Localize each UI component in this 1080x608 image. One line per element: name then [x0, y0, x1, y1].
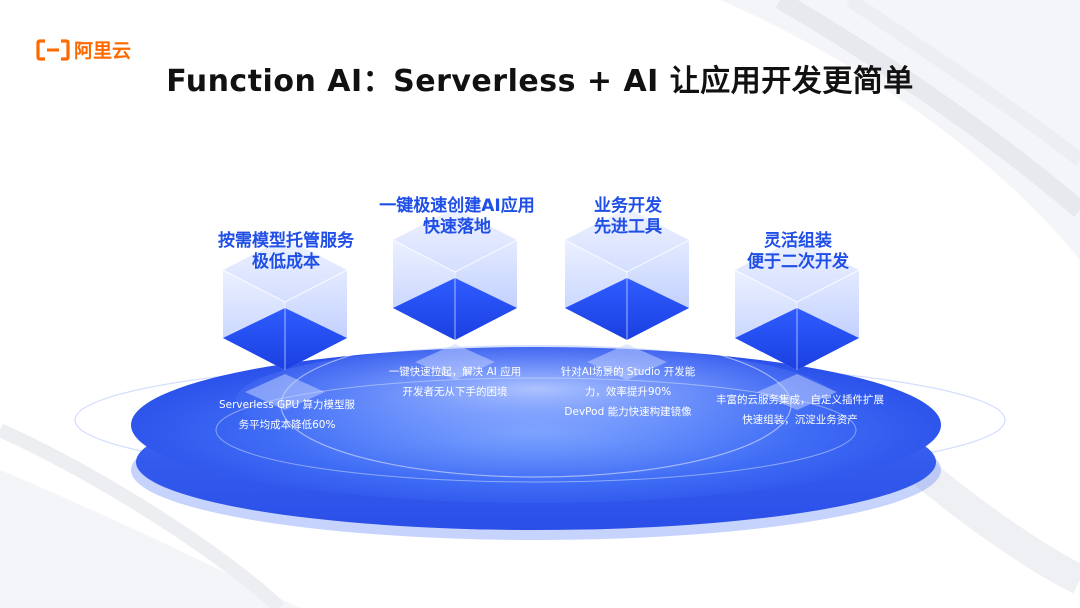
feature-1-heading: 按需模型托管服务 极低成本 [218, 231, 354, 272]
feature-4-description: 丰富的云服务集成，自定义插件扩展 快速组装，沉淀业务资产 [716, 394, 884, 426]
feature-3-heading: 业务开发 先进工具 [594, 196, 662, 237]
feature-1-description: Serverless GPU 算力模型服 务平均成本降低60% [218, 399, 356, 431]
page-title: Function AI：Serverless + AI 让应用开发更简单 [166, 64, 914, 99]
brand-name: 阿里云 [74, 40, 132, 62]
feature-2-description: 一键快速拉起，解决 AI 应用 开发者无从下手的困境 [388, 366, 522, 398]
feature-2-heading: 一键极速创建AI应用 快速落地 [379, 196, 535, 237]
feature-4-heading: 灵活组装 便于二次开发 [747, 231, 849, 272]
aliyun-logo-icon [36, 38, 70, 61]
brand-logo: 阿里云 [36, 36, 131, 63]
feature-3-description: 针对AI场景的 Studio 开发能 力，效率提升90% DevPod 能力快速… [560, 366, 696, 418]
